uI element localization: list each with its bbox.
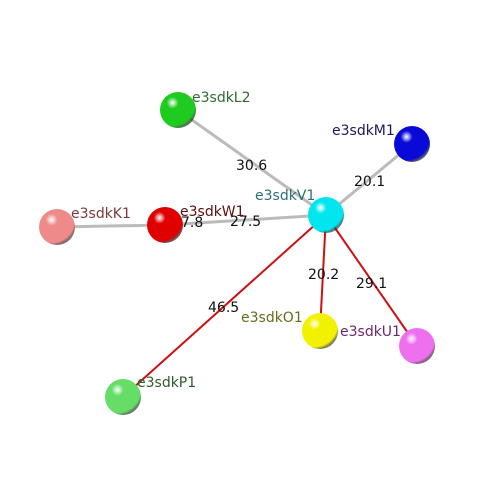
node-label-o1: e3sdkO1 (241, 310, 303, 326)
node-label-u1: e3sdkU1 (340, 324, 401, 340)
edges-layer (55, 108, 418, 398)
edge-v1-u1 (325, 214, 418, 347)
node-k1 (39, 209, 75, 245)
edge-v1-m1 (324, 142, 414, 217)
node-label-w1: e3sdkW1 (180, 204, 245, 220)
distance-label-v1-o1: 20.2 (308, 267, 339, 283)
edge-w1-k1 (55, 223, 167, 229)
edge-v1-w1 (163, 213, 328, 227)
edge-v1-o1 (319, 214, 327, 332)
distance-label-w1-k1: 7.8 (181, 215, 203, 231)
distance-labels-layer: 30.6 20.1 27.5 7.8 20.2 29.1 46.5 (181, 158, 387, 316)
node-label-v1: e3sdkV1 (255, 188, 315, 204)
edge-v1-l2 (176, 108, 328, 217)
node-l2 (160, 92, 196, 128)
node-label-p1: e3sdkP1 (137, 375, 196, 391)
node-p1 (105, 379, 141, 415)
distance-label-v1-l2: 30.6 (236, 158, 267, 174)
node-m1 (394, 126, 430, 162)
node-label-k1: e3sdkK1 (71, 206, 131, 222)
nodes-layer (39, 92, 435, 415)
node-label-l2: e3sdkL2 (192, 90, 251, 106)
distance-label-v1-m1: 20.1 (354, 174, 385, 190)
node-u1 (399, 328, 435, 364)
distance-label-v1-p1: 46.5 (208, 300, 239, 316)
node-labels-layer: e3sdkV1 e3sdkL2 e3sdkM1 e3sdkK1 e3sdkW1 e3sdk… (71, 90, 401, 391)
node-v1 (308, 197, 344, 233)
distance-label-v1-u1: 29.1 (356, 276, 387, 292)
edge-v1-p1 (122, 214, 327, 398)
node-label-m1: e3sdkM1 (332, 123, 395, 139)
distance-label-v1-w1: 27.5 (230, 214, 261, 230)
node-w1 (147, 207, 183, 243)
node-o1 (302, 313, 338, 349)
